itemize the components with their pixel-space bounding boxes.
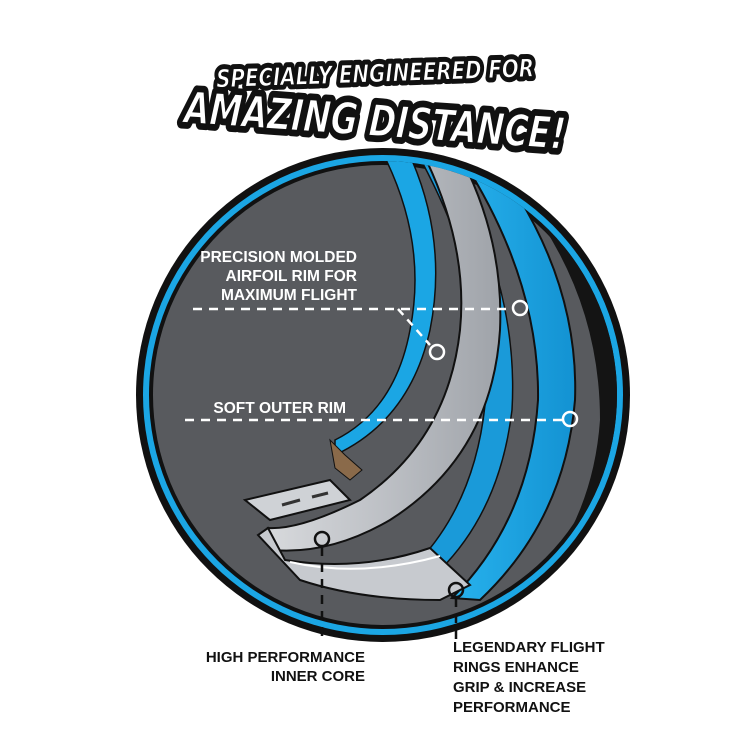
core-base: [256, 526, 472, 602]
callout-leaders: [185, 299, 579, 640]
disc-body: [136, 148, 630, 642]
lower-core-slot-1: [281, 498, 301, 507]
callout-airfoil-rim: PRECISION MOLDED AIRFOIL RIM FOR MAXIMUM…: [200, 249, 357, 304]
gray-core: [266, 161, 502, 552]
flight-rings-marker: [447, 581, 465, 599]
inner-core-marker: [313, 530, 331, 548]
soft-outer-rim-label: SOFT OUTER RIM: [213, 400, 346, 417]
headline: SPECIALLY ENGINEERED FOR SPECIALLY ENGIN…: [174, 49, 573, 166]
airfoil-marker-outer: [511, 299, 529, 317]
flight-rings-line-2: RINGS ENHANCE: [453, 659, 579, 676]
lower-core-slot-2: [311, 491, 329, 499]
callout-flight-rings: LEGENDARY FLIGHT RINGS ENHANCE GRIP & IN…: [453, 639, 605, 716]
inner-core-line-2: INNER CORE: [271, 668, 365, 685]
outer-rim-step: [329, 438, 363, 481]
flight-rings-line-1: LEGENDARY FLIGHT: [453, 639, 605, 656]
core-base-highlight: [289, 555, 441, 570]
soft-rim-marker: [561, 410, 579, 428]
inner-core-line-1: HIGH PERFORMANCE: [206, 649, 365, 666]
airfoil-rim-line-2: AIRFOIL RIM FOR: [226, 268, 357, 285]
airfoil-rim-line-1: PRECISION MOLDED: [200, 249, 357, 266]
airfoil-rim-line-3: MAXIMUM FLIGHT: [221, 287, 358, 304]
callout-inner-core: HIGH PERFORMANCE INNER CORE: [206, 649, 365, 685]
flight-rings-line-4: PERFORMANCE: [453, 699, 571, 716]
airfoil-marker-inner: [428, 343, 446, 361]
callout-soft-outer-rim: SOFT OUTER RIM: [213, 400, 346, 417]
flight-rings-line-3: GRIP & INCREASE: [453, 679, 586, 696]
